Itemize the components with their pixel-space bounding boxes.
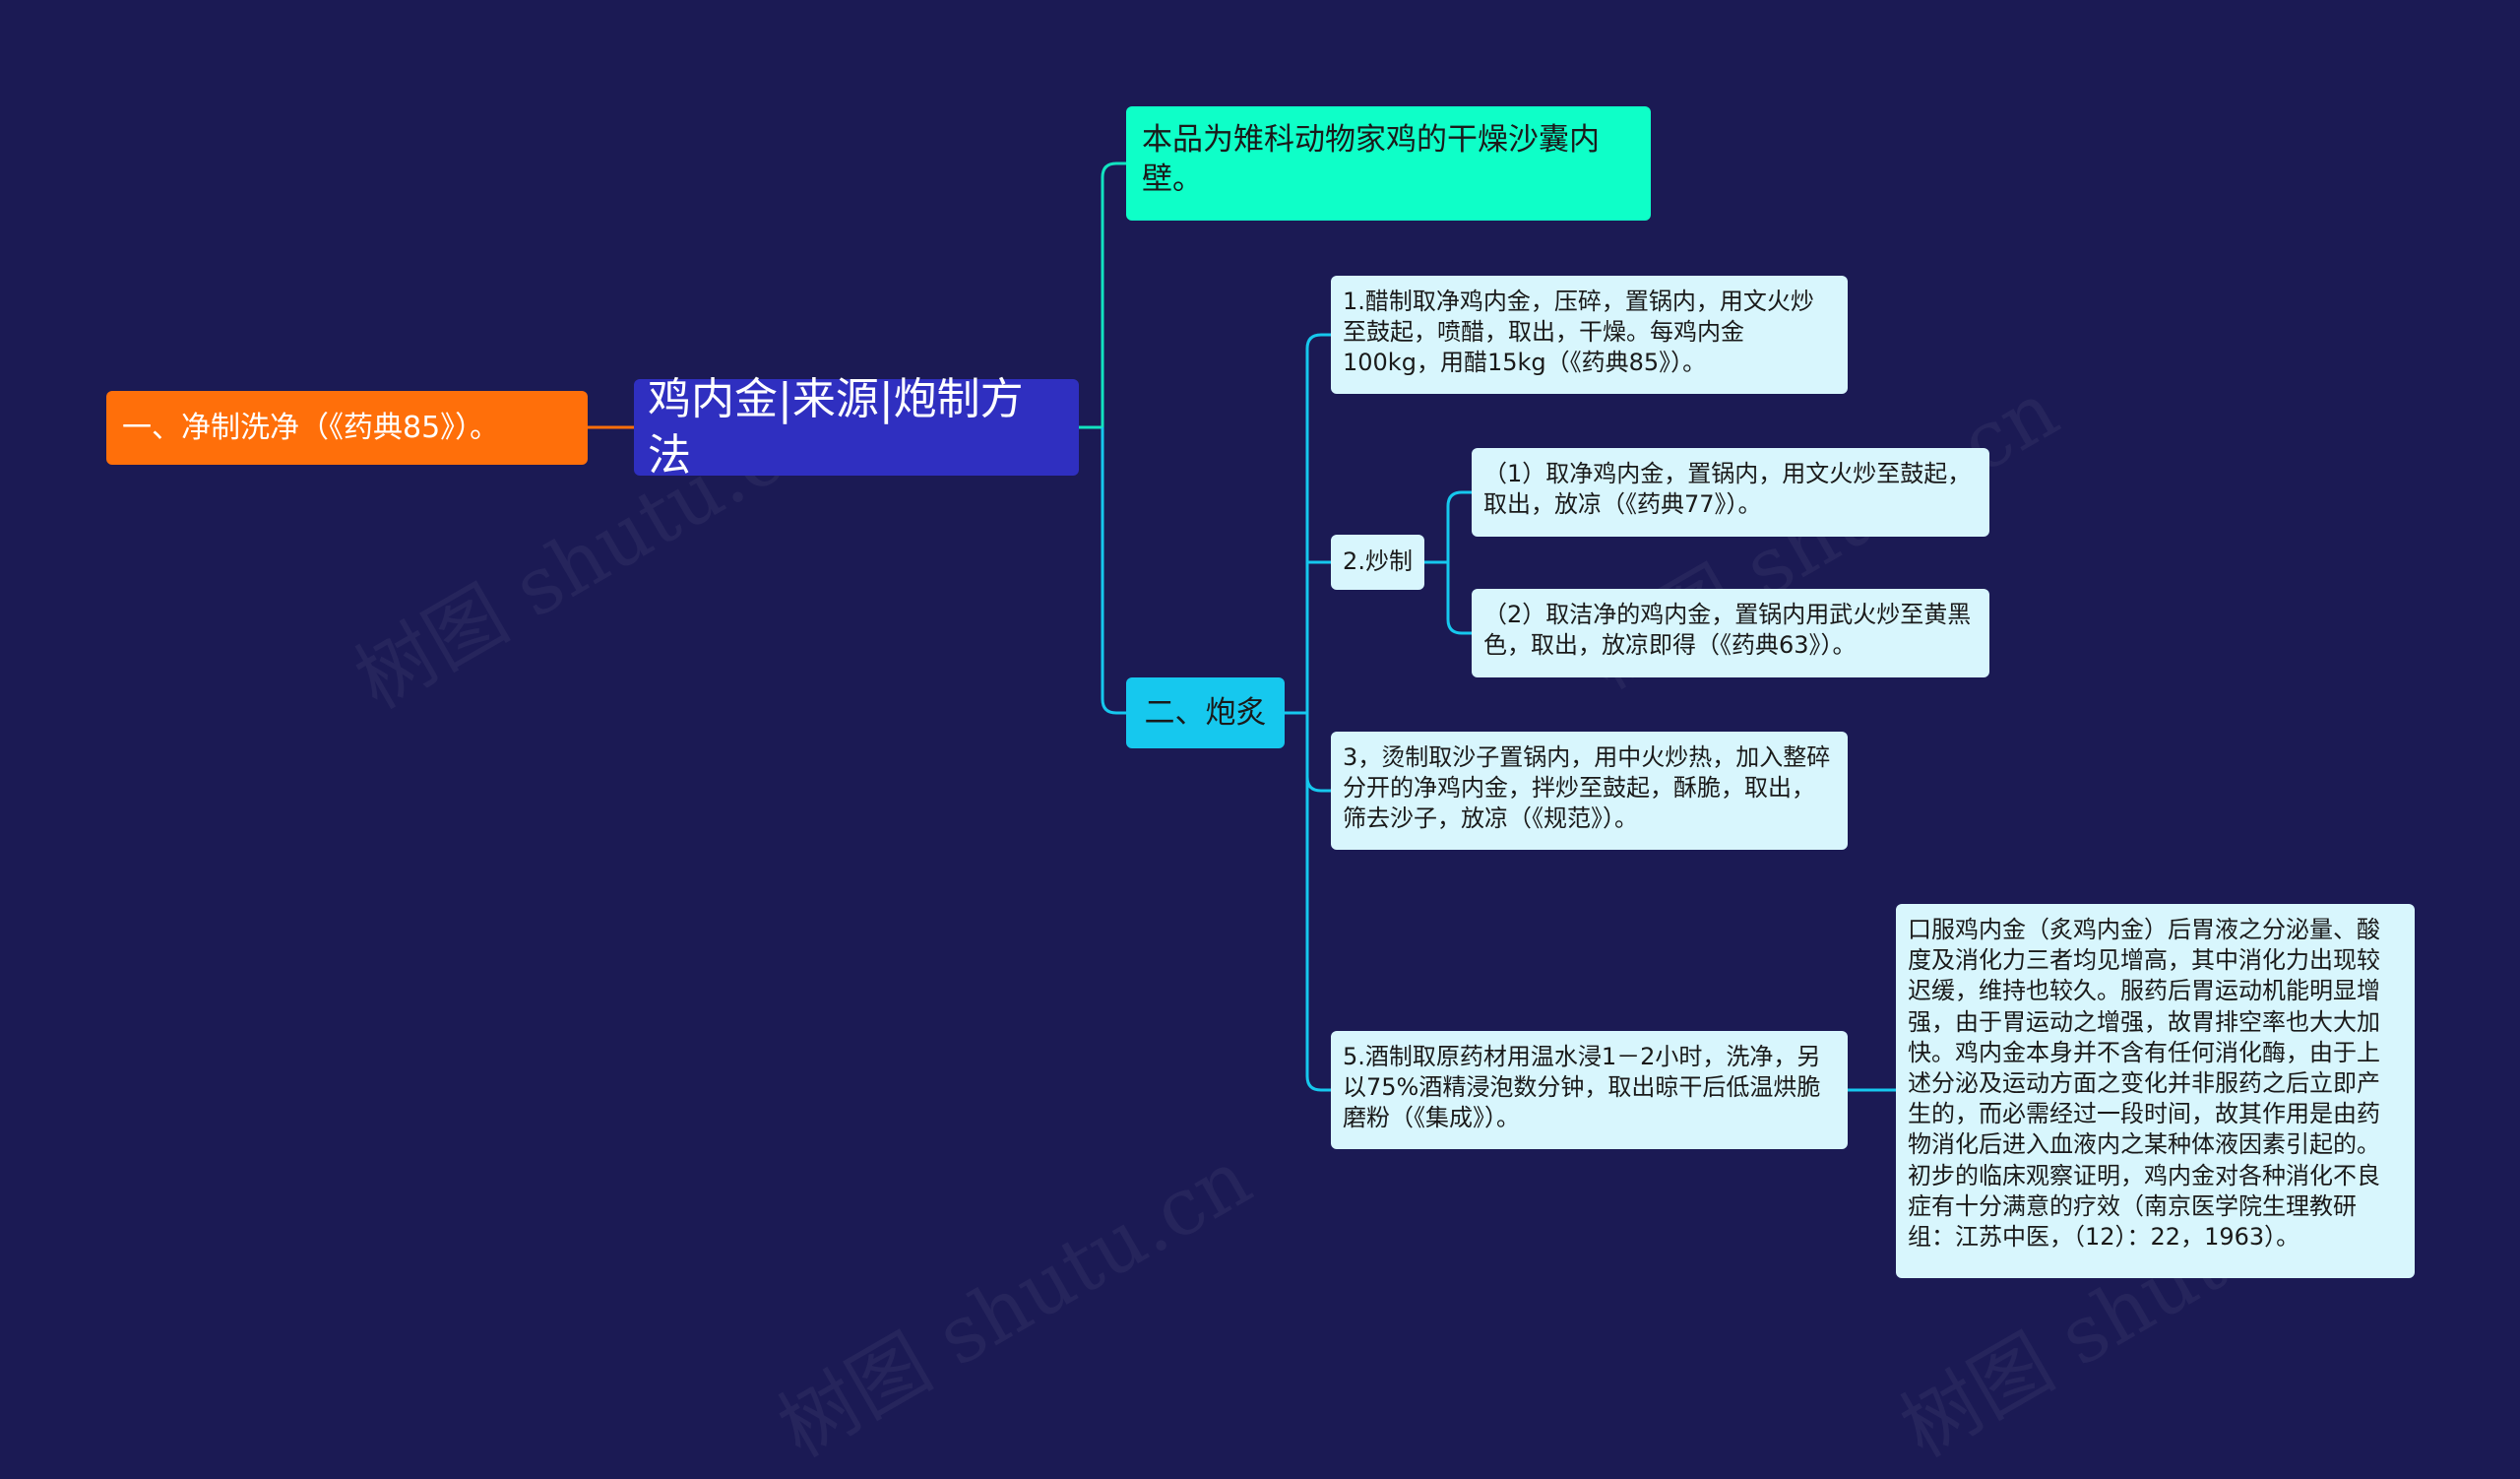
connector-stir-2: [1446, 562, 1472, 635]
node-vinegar-processing[interactable]: 1.醋制取净鸡内金，压碎，置锅内，用文火炒至鼓起，喷醋，取出，干燥。每鸡内金10…: [1331, 276, 1848, 394]
node-wine-processing[interactable]: 5.酒制取原药材用温水浸1－2小时，洗净，另以75%酒精浸泡数分钟，取出晾干后低…: [1331, 1031, 1848, 1149]
node-source[interactable]: 本品为雉科动物家鸡的干燥沙囊内壁。: [1126, 106, 1651, 221]
connector-vinegar: [1305, 333, 1331, 713]
connector-lines: [588, 161, 1896, 1092]
node-stir-fry-method-2[interactable]: （2）取洁净的鸡内金，置锅内用武火炒至黄黑色，取出，放凉即得（《药典63》）。: [1472, 589, 1989, 677]
node-sand-scald[interactable]: 3，烫制取沙子置锅内，用中火炒热，加入整碎分开的净鸡内金，拌炒至鼓起，酥脆，取出…: [1331, 732, 1848, 850]
mindmap-canvas: 树图 shutu.cn 树图 shutu.cn 树图 shutu.cn 树图 s…: [106, 106, 2415, 1475]
node-processing[interactable]: 二、炮炙: [1126, 677, 1285, 748]
node-cleaning[interactable]: 一、净制洗净（《药典85》）。: [106, 391, 588, 465]
root-node[interactable]: 鸡内金|来源|炮制方法: [634, 374, 1079, 481]
connector-sand: [1305, 713, 1331, 793]
node-stir-fry-method-1[interactable]: （1）取净鸡内金，置锅内，用文火炒至鼓起，取出，放凉（《药典77》）。: [1472, 448, 1989, 537]
node-pharmacology-note[interactable]: 口服鸡内金（炙鸡内金）后胃液之分泌量、酸度及消化力三者均见增高，其中消化力出现较…: [1896, 904, 2415, 1278]
connector-stir-1: [1446, 490, 1472, 562]
node-stir-fry[interactable]: 2.炒制: [1331, 535, 1424, 590]
connector-root-intro: [1079, 161, 1126, 429]
connector-root-branch2: [1101, 427, 1126, 715]
connector-wine: [1305, 713, 1331, 1092]
